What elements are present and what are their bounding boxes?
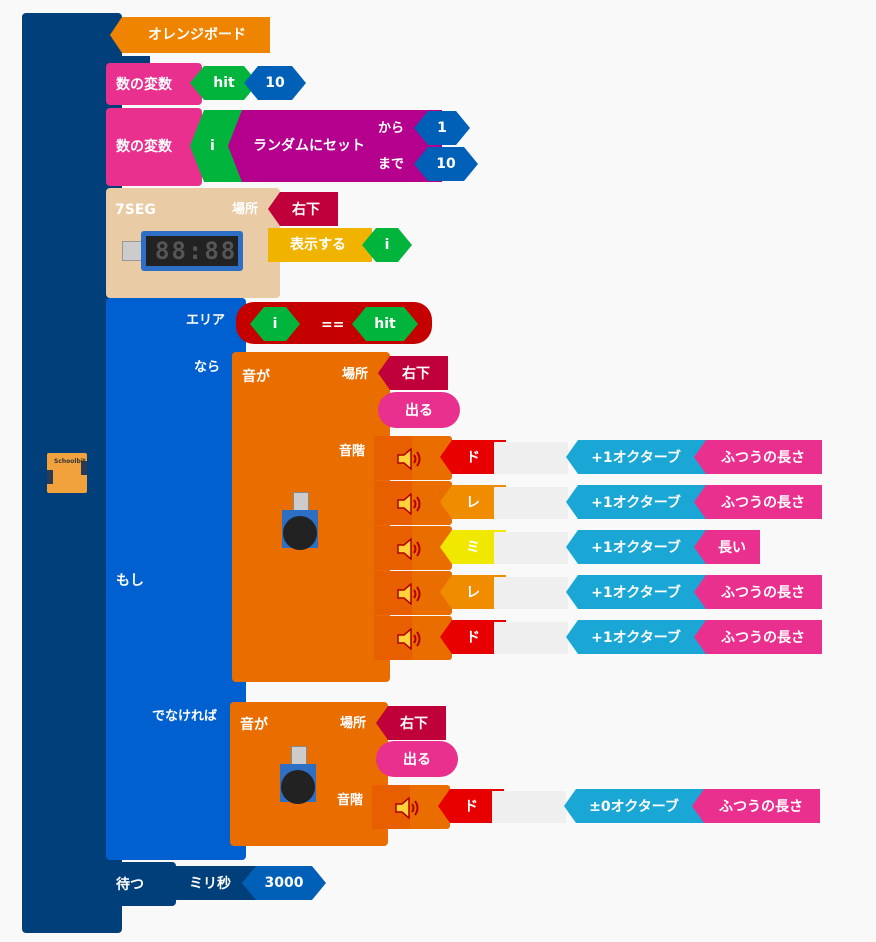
octave-dropdown[interactable]: +1オクターブ — [566, 530, 706, 564]
note-block[interactable] — [374, 571, 452, 615]
length-dropdown[interactable]: 長い — [694, 530, 760, 564]
note-slot — [492, 791, 566, 823]
length-dropdown[interactable]: ふつうの長さ — [694, 620, 822, 654]
else-label: でなければ — [152, 709, 218, 724]
speaker-icon — [397, 538, 421, 560]
place-label: 場所 — [340, 716, 367, 731]
note-block[interactable] — [372, 785, 450, 829]
length-dropdown[interactable]: ふつうの長さ — [694, 575, 822, 609]
orange-board-icon: Schoolbit — [47, 453, 87, 493]
sound-label: 音が — [240, 717, 268, 733]
speaker-icon — [395, 797, 419, 819]
main-notch — [122, 56, 150, 66]
random-from-value[interactable]: 1 — [414, 111, 470, 145]
if-label: もし — [116, 573, 144, 589]
speaker-icon — [397, 493, 421, 515]
place-label: 場所 — [232, 202, 259, 217]
var-label: 数の変数 — [116, 77, 172, 93]
buzzer-icon — [282, 510, 318, 550]
var-label: 数の変数 — [116, 139, 172, 155]
sound-block-else[interactable]: 音が 場所 音階 — [230, 702, 388, 846]
condition-operator: == — [321, 317, 345, 333]
scale-label: 音階 — [339, 444, 366, 459]
connector-icon — [122, 241, 142, 261]
random-to-value[interactable]: 10 — [414, 147, 478, 181]
note-block[interactable] — [374, 616, 452, 660]
scale-label: 音階 — [337, 793, 364, 808]
octave-dropdown[interactable]: ±0オクターブ — [564, 789, 704, 823]
speaker-icon — [397, 583, 421, 605]
wait-label: 待つ — [116, 877, 144, 893]
var-block-i[interactable]: 数の変数 — [106, 108, 202, 186]
sound-block-then[interactable]: 音が 場所 音階 — [232, 352, 390, 682]
board-selector-label: オレンジボード — [148, 27, 246, 43]
seg-place-dropdown[interactable]: 右下 — [268, 192, 338, 226]
sound-place-dropdown[interactable]: 右下 — [378, 356, 448, 390]
connector-icon — [293, 492, 309, 512]
seg-show-label: 表示する — [290, 237, 346, 253]
condition-right[interactable]: hit — [352, 307, 418, 341]
seven-seg-label: 7SEG — [115, 202, 156, 218]
from-label: から — [378, 121, 405, 136]
random-set-block[interactable]: ランダムにセット から まで — [228, 110, 442, 182]
note-block[interactable] — [374, 436, 452, 480]
octave-dropdown[interactable]: +1オクターブ — [566, 620, 706, 654]
var-block-hit[interactable]: 数の変数 — [106, 63, 202, 105]
octave-dropdown[interactable]: +1オクターブ — [566, 485, 706, 519]
area-label: エリア — [186, 313, 226, 328]
sound-place-dropdown-else[interactable]: 右下 — [376, 706, 446, 740]
note-slot — [494, 487, 568, 519]
note-block[interactable] — [374, 481, 452, 525]
octave-dropdown[interactable]: +1オクターブ — [566, 440, 706, 474]
length-dropdown[interactable]: ふつうの長さ — [692, 789, 820, 823]
var-value-hit[interactable]: 10 — [244, 66, 306, 100]
if-block[interactable]: もし エリア なら でなければ — [106, 298, 246, 860]
note-slot — [494, 442, 568, 474]
note-slot — [494, 577, 568, 609]
sound-label: 音が — [242, 369, 270, 385]
wait-value[interactable]: 3000 — [242, 866, 326, 900]
seven-seg-block[interactable]: 7SEG 場所 88:88 — [106, 188, 280, 298]
note-slot — [494, 622, 568, 654]
speaker-icon — [397, 448, 421, 470]
board-label: Schoolbit — [54, 458, 86, 465]
octave-dropdown[interactable]: +1オクターブ — [566, 575, 706, 609]
seg-show-block[interactable]: 表示する — [268, 228, 372, 262]
speaker-icon — [397, 628, 421, 650]
length-dropdown[interactable]: ふつうの長さ — [694, 485, 822, 519]
seven-seg-display-icon: 88:88 — [141, 231, 243, 271]
to-label: まで — [378, 157, 405, 172]
buzzer-icon — [280, 764, 316, 804]
sound-action-button[interactable]: 出る — [378, 392, 460, 428]
board-selector[interactable]: オレンジボード — [110, 17, 270, 53]
place-label: 場所 — [342, 367, 369, 382]
seven-seg-digits: 88:88 — [155, 237, 238, 265]
random-set-label: ランダムにセット — [253, 138, 365, 154]
then-label: なら — [194, 360, 221, 375]
note-block[interactable] — [374, 526, 452, 570]
note-slot — [494, 532, 568, 564]
connector-icon — [291, 746, 307, 766]
length-dropdown[interactable]: ふつうの長さ — [694, 440, 822, 474]
sound-action-button-else[interactable]: 出る — [376, 741, 458, 777]
